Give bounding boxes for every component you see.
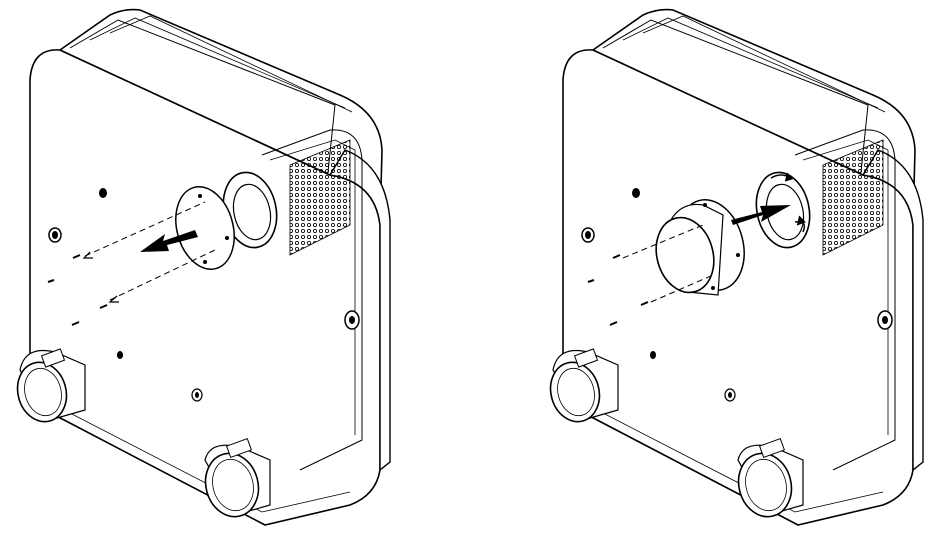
arrow-inward bbox=[731, 205, 791, 225]
cover-plate bbox=[175, 186, 235, 270]
spigot-tube bbox=[655, 216, 715, 294]
panel-fit-spigot bbox=[543, 8, 924, 526]
panel-remove-cover bbox=[10, 8, 391, 526]
arrow-outward bbox=[140, 230, 198, 252]
